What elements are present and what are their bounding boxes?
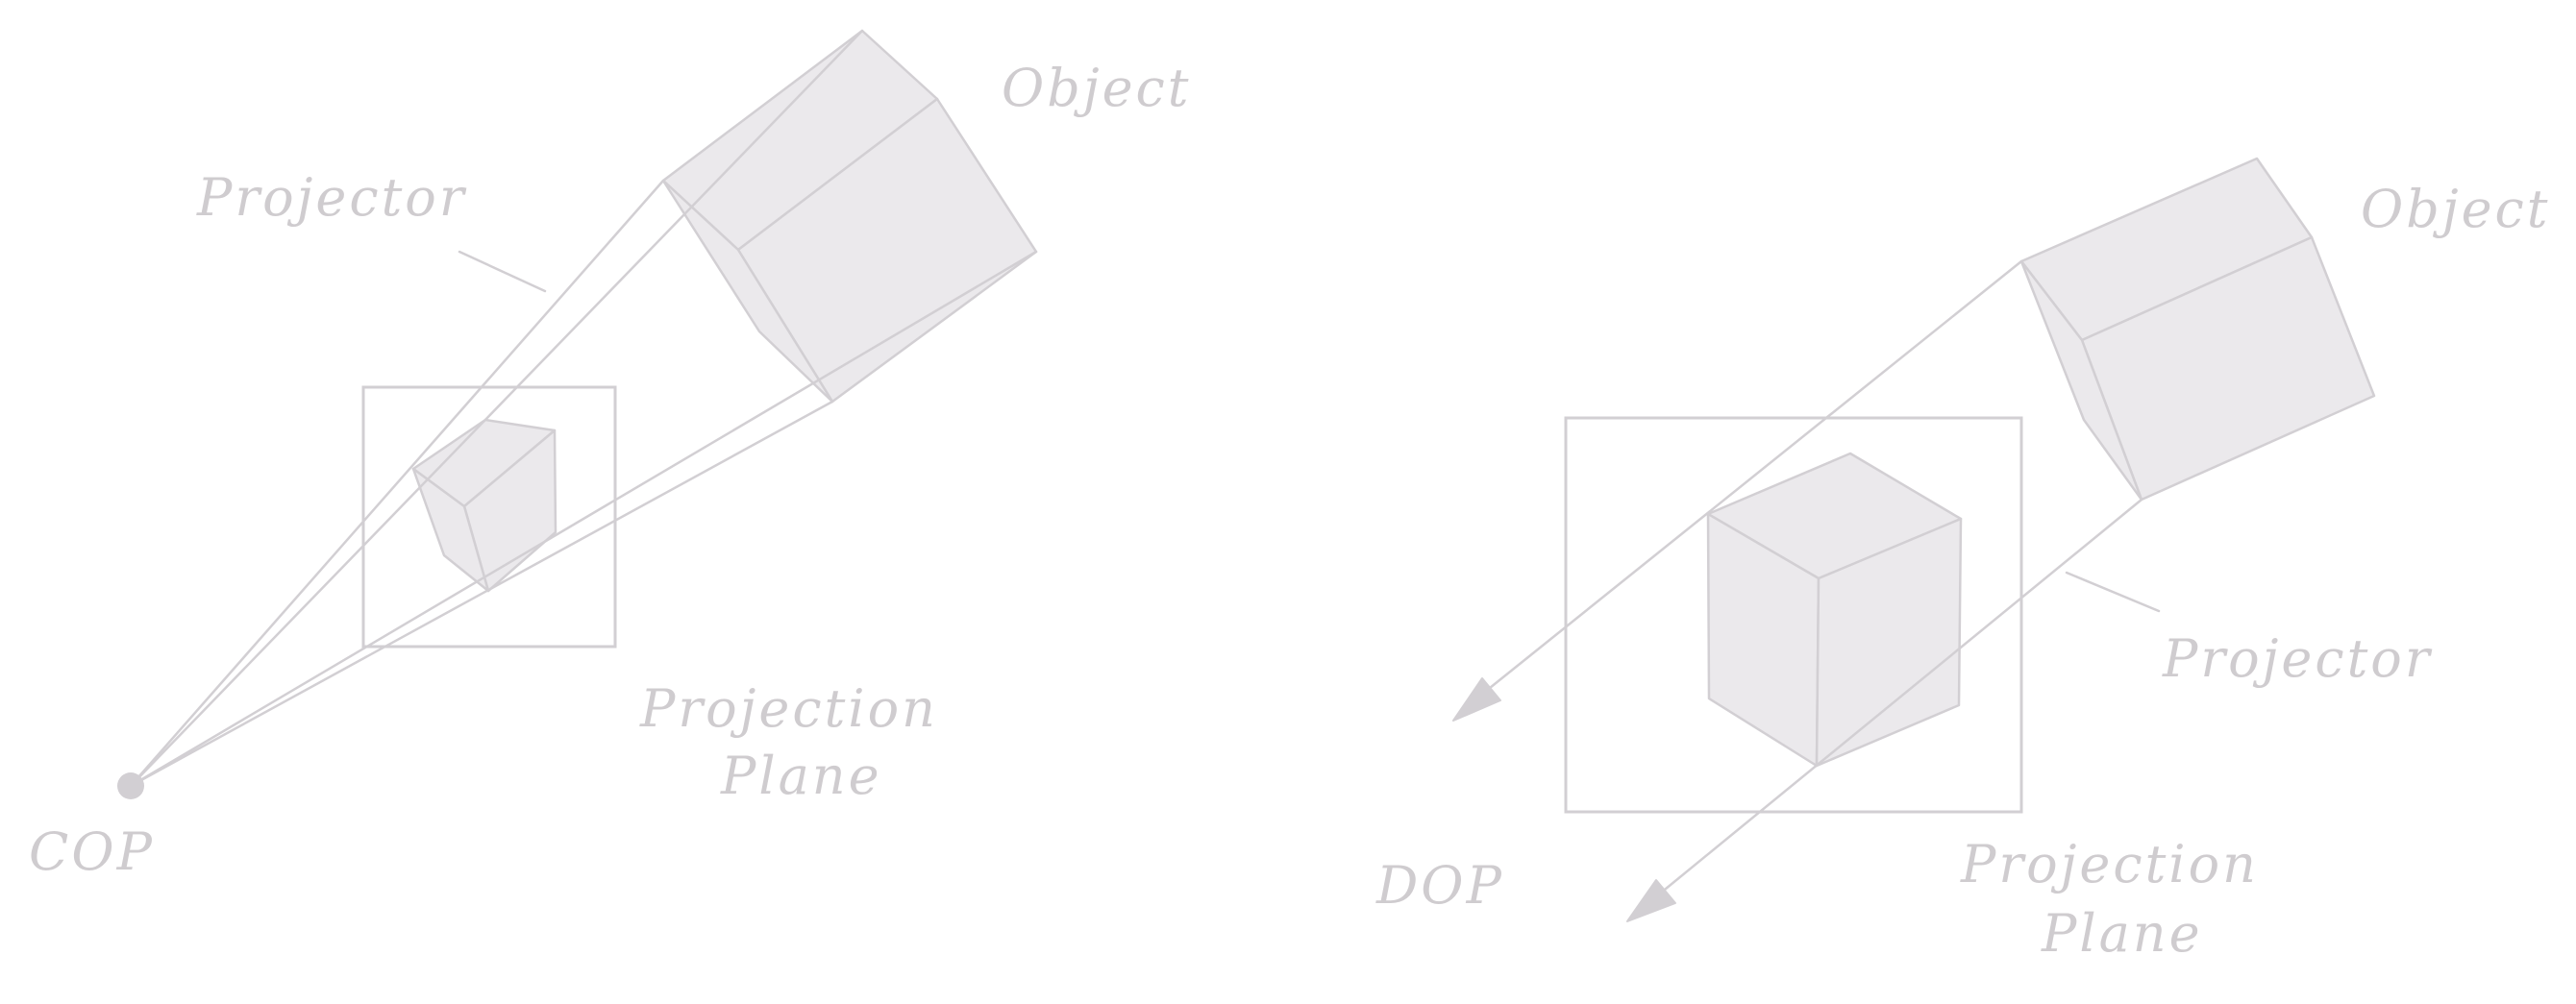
perspective-projector-rays <box>129 29 1038 788</box>
projector-leader-line <box>458 250 547 293</box>
parallel-projected-right-face <box>1815 517 1963 768</box>
parallel-plane-label-line1: Projection <box>1960 834 2259 894</box>
perspective-plane-label-line1: Projection <box>639 678 938 739</box>
parallel-projector-rays <box>1483 259 2143 895</box>
parallel-plane-label-line2: Plane <box>2041 903 2203 964</box>
parallel-projector-leader-line <box>2065 571 2161 613</box>
parallel-projected-cube <box>1706 452 1963 768</box>
parallel-object-cube <box>2019 157 2376 502</box>
lower-projector-arrowhead <box>1626 879 1676 922</box>
parallel-projector-label: Projector <box>2162 628 2433 689</box>
upper-projector-arrowhead <box>1452 677 1501 722</box>
perspective-projection-plane <box>361 385 617 649</box>
cop-label: COP <box>29 821 155 882</box>
perspective-projection-panel: Object Projector Projection Plane COP <box>29 29 1191 882</box>
center-of-projection-dot <box>117 772 144 799</box>
perspective-object-label: Object <box>1002 58 1191 118</box>
parallel-object-label: Object <box>2361 179 2550 239</box>
perspective-plane-label-line2: Plane <box>720 746 882 806</box>
perspective-projected-cube <box>411 418 557 593</box>
perspective-projector-label: Projector <box>196 167 467 228</box>
perspective-object-cube <box>661 29 1038 404</box>
dop-label: DOP <box>1375 855 1504 916</box>
parallel-projection-panel: Object Projector Projection Plane DOP <box>1375 157 2550 964</box>
parallel-projection-plane <box>1564 416 2023 814</box>
